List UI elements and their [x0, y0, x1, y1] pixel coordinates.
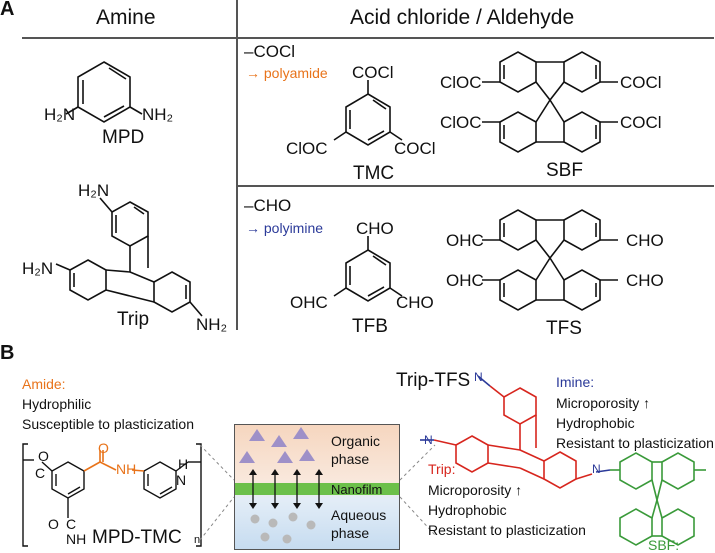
sbf-cloc-bottom: ClOC: [440, 113, 482, 132]
row-divider: [237, 185, 714, 187]
polyamide-arrow: → polyamide: [246, 65, 328, 81]
trip-h2n-top: H₂N: [78, 181, 110, 200]
tmc-structure: [333, 80, 403, 146]
mpd-structure: [65, 61, 143, 123]
tfb-ohc: OHC: [290, 293, 328, 312]
amide-c-2: C: [66, 516, 77, 532]
trip-line-2: Hydrophobic: [428, 502, 507, 518]
imine-n-top: N: [474, 370, 483, 384]
imine-n-left: N: [424, 433, 433, 447]
column-divider: [236, 0, 238, 330]
sbf-colored-label: SBF:: [648, 537, 680, 553]
amine-h: H: [178, 456, 189, 472]
interface-graphics: [235, 427, 399, 544]
polyimine-arrow: → polyimine: [246, 220, 324, 236]
amide-line-1: Hydrophilic: [22, 396, 92, 412]
tfb-structure: [333, 236, 403, 302]
imine-line-2: Hydrophobic: [556, 415, 635, 431]
aqueous-label-2: phase: [331, 525, 370, 541]
amide-o-3: O: [48, 516, 59, 532]
trip-line-3: Resistant to plasticization: [428, 522, 586, 538]
acid-aldehyde-header: Acid chloride / Aldehyde: [350, 6, 575, 29]
repeat-n: n: [194, 534, 201, 546]
tfs-label: TFS: [546, 318, 582, 339]
cho-group: –CHO: [244, 196, 292, 215]
tmc-cocl-top: COCl: [352, 63, 394, 82]
trip-label: Trip: [117, 309, 150, 330]
amine-n: N: [176, 472, 187, 488]
tfs-ohc-bottom: OHC: [446, 271, 484, 290]
mpd-tmc-label: MPD-TMC: [92, 527, 182, 548]
trip-line-1: Microporosity ↑: [428, 482, 523, 498]
imine-line-3: Resistant to plasticization: [556, 435, 714, 451]
sbf-cocl-top: COCl: [620, 73, 662, 92]
amide-line-2: Susceptible to plasticization: [22, 416, 194, 432]
organic-label-1: Organic: [331, 433, 381, 449]
organic-label-2: phase: [331, 451, 370, 467]
panel-b-letter: B: [0, 342, 15, 364]
nanofilm-label: Nanofilm: [331, 482, 383, 497]
amide-c-1: C: [35, 465, 46, 481]
tfb-label: TFB: [352, 316, 388, 337]
tmc-cloc: ClOC: [286, 139, 328, 158]
tfs-structure: [482, 209, 618, 311]
trip-tfs-label: Trip-TFS: [396, 370, 471, 391]
tfb-cho-right: CHO: [396, 293, 434, 312]
amine-header: Amine: [96, 6, 156, 29]
mpd-tmc-structure: [22, 443, 202, 547]
amide-nh: NH: [116, 461, 137, 477]
tfs-cho-bottom: CHO: [626, 271, 664, 290]
trip-tfs-structure: [420, 375, 706, 546]
sbf-structure: [482, 51, 618, 153]
panel-a-letter: A: [0, 0, 15, 20]
header-rule: [22, 37, 714, 39]
amide-o-1: O: [38, 448, 49, 464]
interface-box: Organic phase Nanofilm Aqueous phase: [234, 424, 400, 550]
sbf-cocl-bottom: COCl: [620, 113, 662, 132]
trip-h2n-left: H₂N: [22, 259, 54, 278]
imine-line-1: Microporosity ↑: [556, 395, 651, 411]
tfb-cho-top: CHO: [356, 219, 394, 238]
tfs-cho-top: CHO: [626, 231, 664, 250]
trip-structure: [55, 197, 203, 317]
mpd-label: MPD: [102, 127, 145, 148]
mpd-nh2: NH₂: [142, 105, 174, 124]
amide-nh-bottom: NH: [66, 531, 87, 547]
cocl-group: –COCl: [244, 42, 296, 61]
tfs-ohc-top: OHC: [446, 231, 484, 250]
trip-title: Trip:: [428, 461, 456, 477]
tmc-cocl-right: COCl: [394, 139, 436, 158]
zoom-connectors: [199, 444, 436, 541]
tmc-label: TMC: [353, 163, 395, 184]
amide-title: Amide:: [22, 376, 66, 392]
imine-n-right: N: [592, 462, 601, 476]
sbf-label: SBF: [546, 160, 583, 181]
aqueous-label-1: Aqueous: [331, 507, 387, 523]
trip-nh2: NH₂: [196, 315, 228, 334]
imine-title: Imine:: [556, 374, 595, 390]
amide-o-2: O: [98, 440, 109, 456]
sbf-cloc-top: ClOC: [440, 73, 482, 92]
mpd-h2n: H₂N: [44, 105, 76, 124]
